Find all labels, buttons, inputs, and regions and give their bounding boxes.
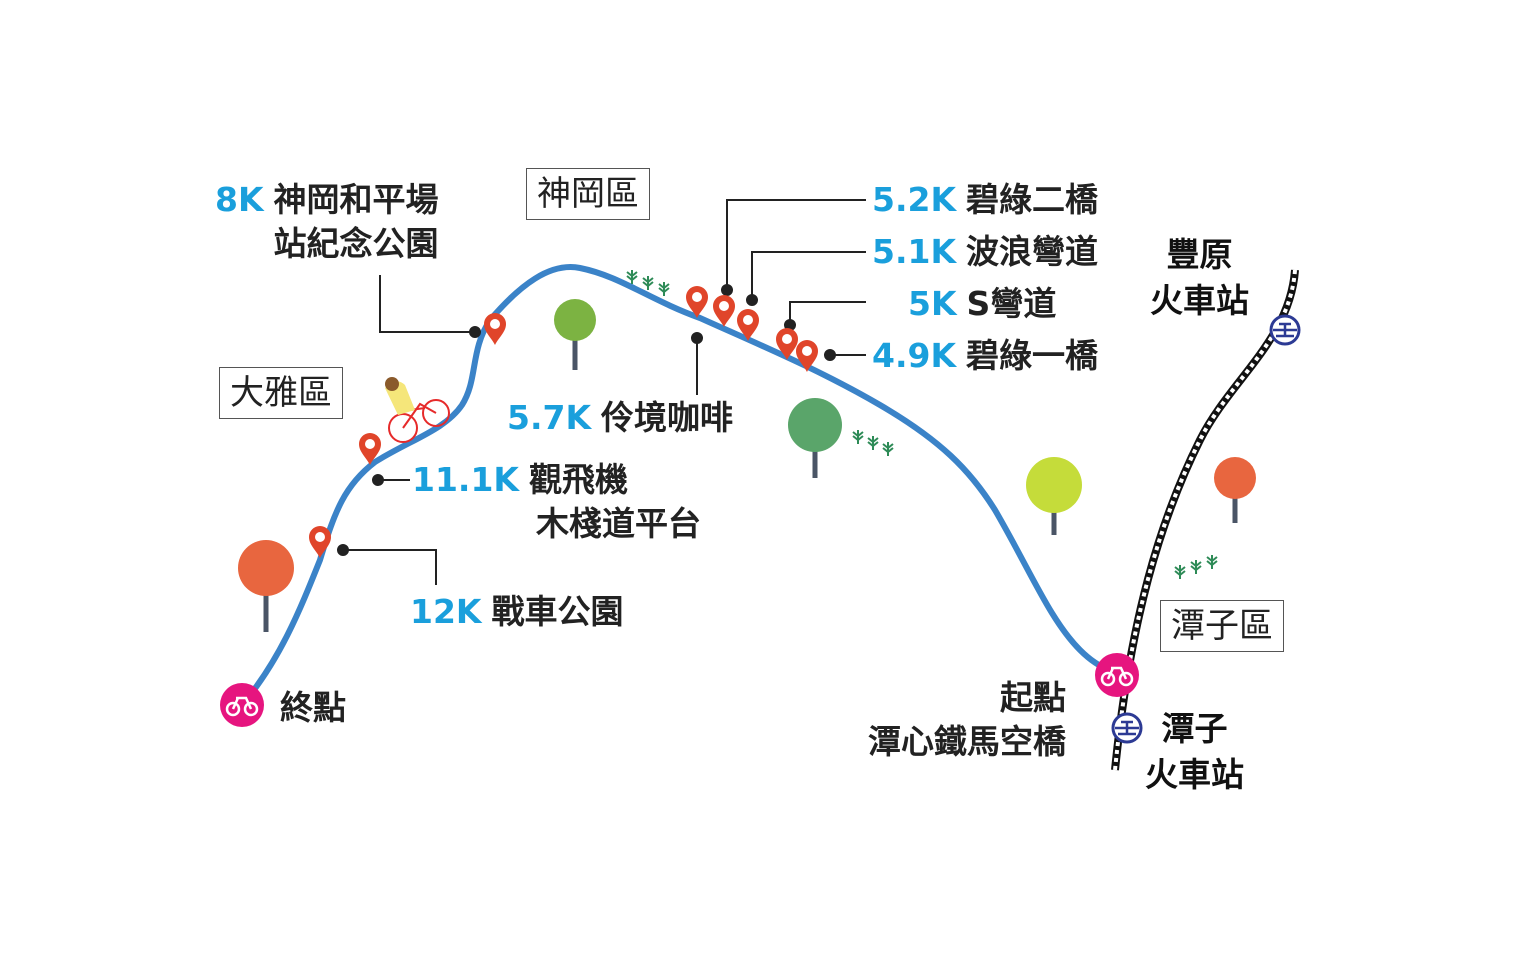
bicycle-icon[interactable]: [220, 683, 264, 727]
grass-icon: [658, 282, 670, 296]
tree-icon: [554, 299, 596, 370]
leader-lines: [337, 199, 866, 585]
map-pin-icon[interactable]: [686, 286, 708, 318]
train-station-icon: [1111, 712, 1143, 744]
start-point-label: 起點潭心鐵馬空橋: [868, 678, 1066, 761]
end-point-label: 終點: [280, 688, 346, 727]
grass-icon: [1174, 565, 1186, 579]
station-label-fengyuan: 豐原火車站: [1150, 235, 1249, 320]
tree-icon: [1026, 457, 1082, 535]
grass-icon: [1190, 560, 1202, 574]
grass-icon: [882, 442, 894, 456]
station-label-tanzi: 潭子火車站: [1145, 709, 1244, 794]
map-pin-icon[interactable]: [737, 309, 759, 341]
district-label-daya: 大雅區: [219, 367, 343, 419]
grass-icon: [867, 436, 879, 450]
map-pins: [309, 286, 818, 558]
train-station-icon: [1269, 314, 1301, 346]
grass-icon: [642, 276, 654, 290]
map-pin-icon[interactable]: [359, 433, 381, 465]
tree-icon: [238, 540, 294, 632]
map-pin-icon[interactable]: [713, 295, 735, 327]
railway-line: [1111, 269, 1299, 771]
tree-icon: [1214, 457, 1256, 523]
map-pin-icon[interactable]: [796, 340, 818, 372]
district-label-tanzi: 潭子區: [1160, 600, 1284, 652]
map-pin-icon[interactable]: [776, 328, 798, 360]
district-label-shengang: 神岡區: [526, 168, 650, 220]
grass-icon: [626, 270, 638, 284]
bicycle-icon[interactable]: [1095, 653, 1139, 697]
grass-icon: [1206, 555, 1218, 569]
map-pin-icon[interactable]: [484, 313, 506, 345]
tree-icon: [788, 398, 842, 478]
map-pin-icon[interactable]: [309, 526, 331, 558]
cyclist-icon: [385, 377, 450, 443]
grass-icon: [852, 430, 864, 444]
bike-route-line: [239, 264, 1120, 708]
